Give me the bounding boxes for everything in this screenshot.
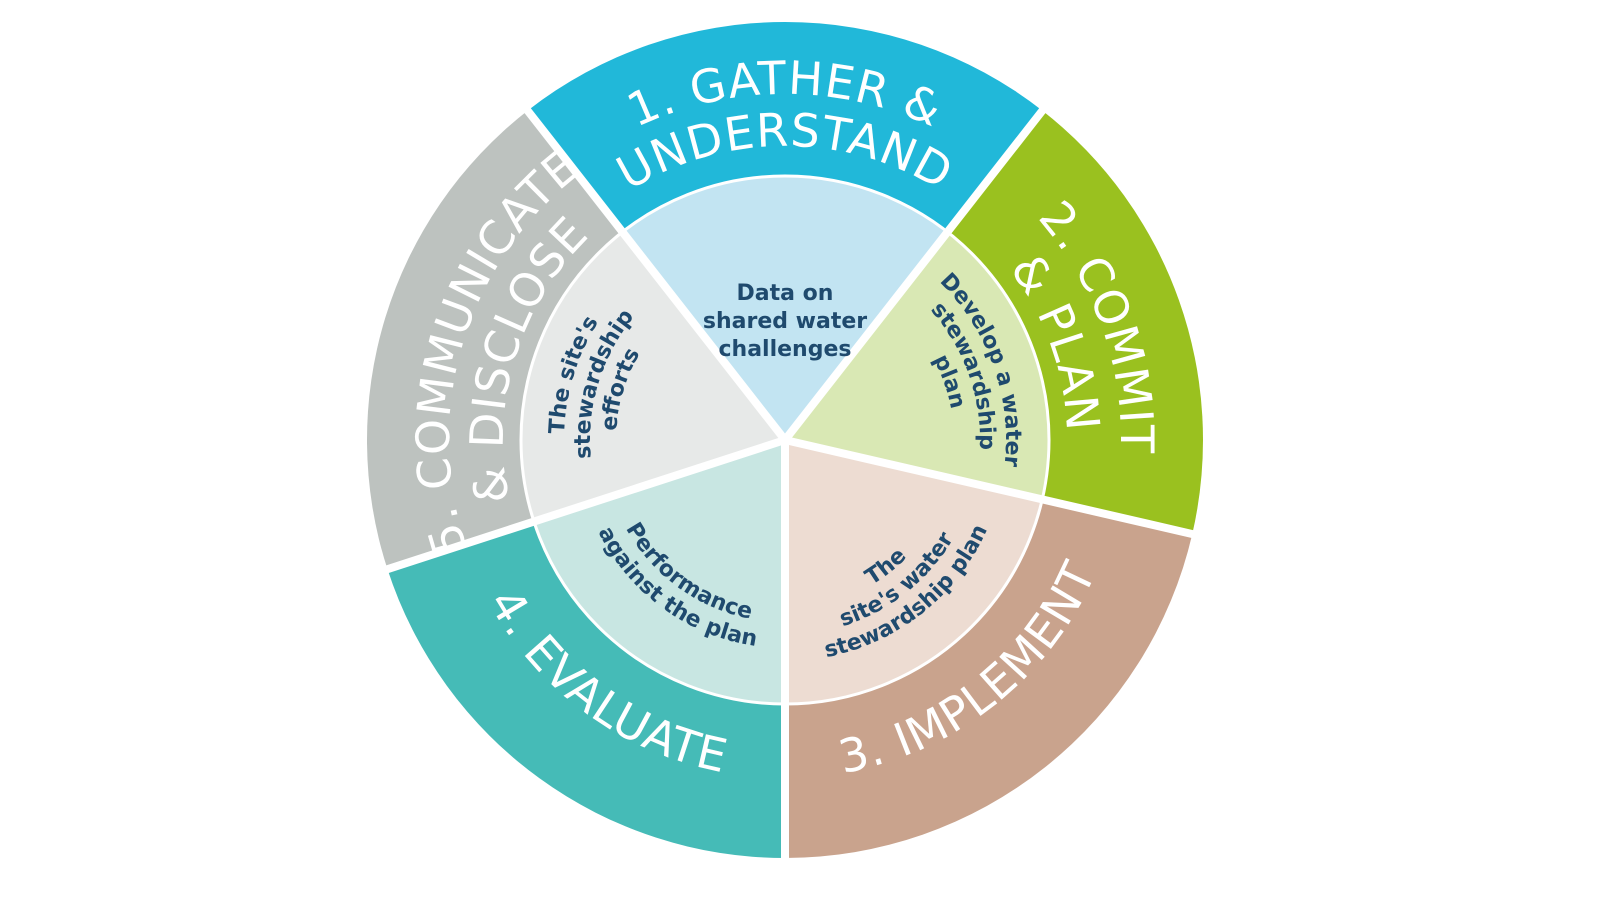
segment-communicate-divider	[384, 436, 787, 574]
segment-implement-inner	[785, 440, 1043, 704]
segment-dividers	[384, 106, 1196, 860]
segment-implement-divider	[784, 436, 1196, 539]
segment-gather-description-line-3: challenges	[719, 337, 852, 362]
segment-commit-inner	[785, 231, 1049, 500]
segment-evaluate-inner	[533, 440, 785, 704]
segment-gather-inner	[622, 176, 948, 440]
segment-gather-divider	[523, 106, 789, 443]
segment-communicate-inner	[521, 231, 785, 522]
segment-gather-description-line-2: shared water	[703, 309, 867, 334]
segment-gather-description-line-1: Data on	[737, 281, 834, 306]
segment-commit-divider	[781, 106, 1047, 443]
inner-ring-border	[519, 174, 1051, 706]
inner-ring	[521, 176, 1049, 704]
